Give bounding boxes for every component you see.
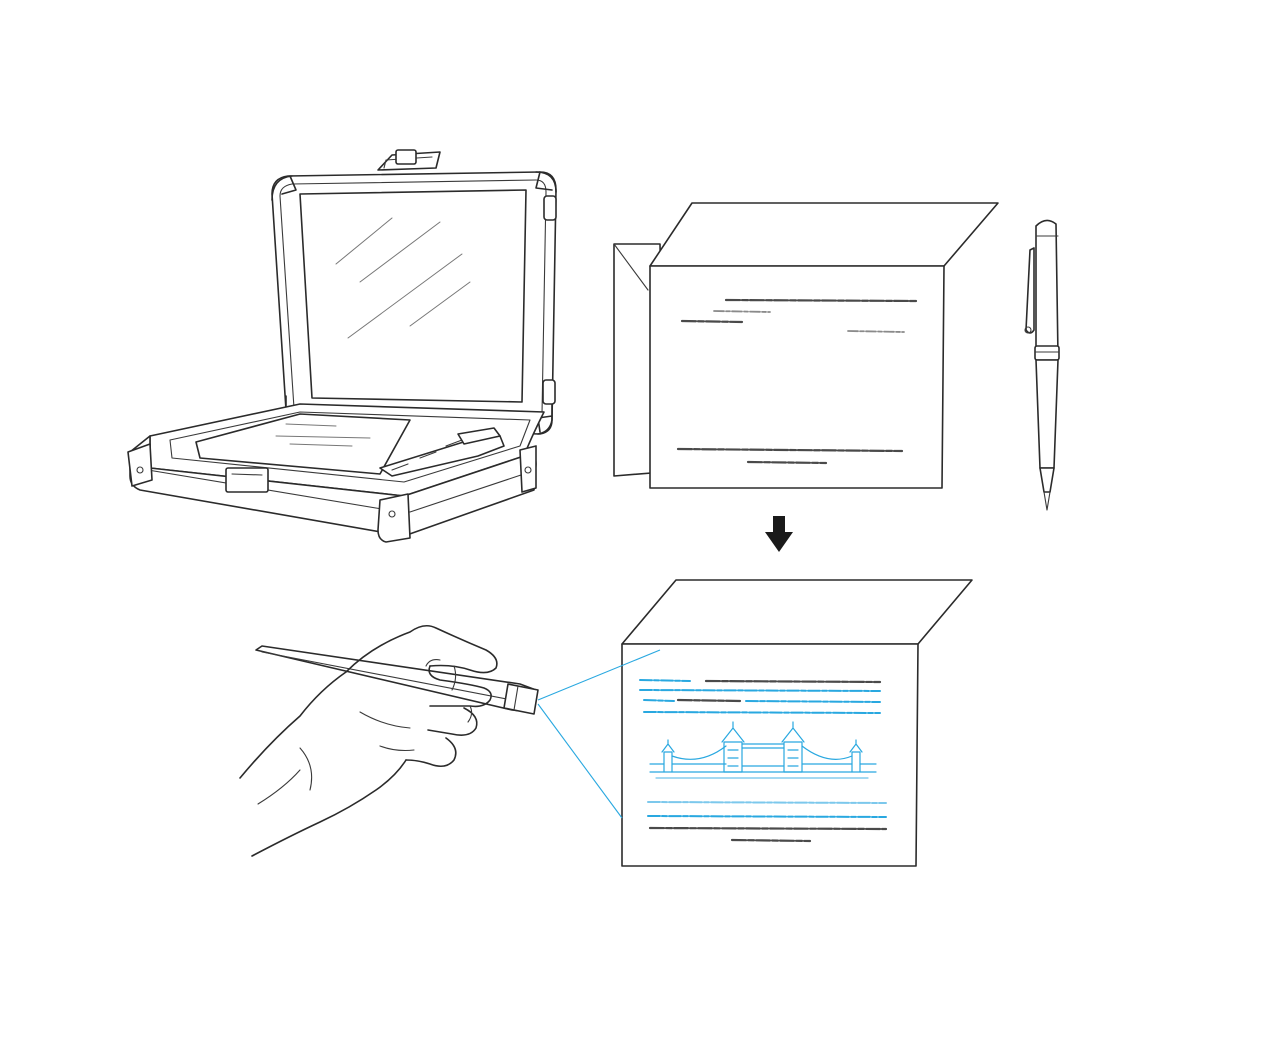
pen-icon bbox=[255, 645, 539, 715]
arrow-down-icon bbox=[765, 516, 793, 552]
greeting-card-drawn bbox=[621, 579, 973, 867]
case-top-latch bbox=[377, 149, 441, 171]
case-screen bbox=[299, 189, 527, 403]
carrying-case bbox=[127, 149, 557, 543]
greeting-card-blank bbox=[613, 202, 999, 489]
case-base bbox=[127, 403, 545, 543]
projection-beams bbox=[537, 649, 661, 819]
hand-holding-pen bbox=[239, 624, 539, 857]
tower-bridge-icon bbox=[649, 721, 877, 779]
pen bbox=[1024, 219, 1060, 511]
